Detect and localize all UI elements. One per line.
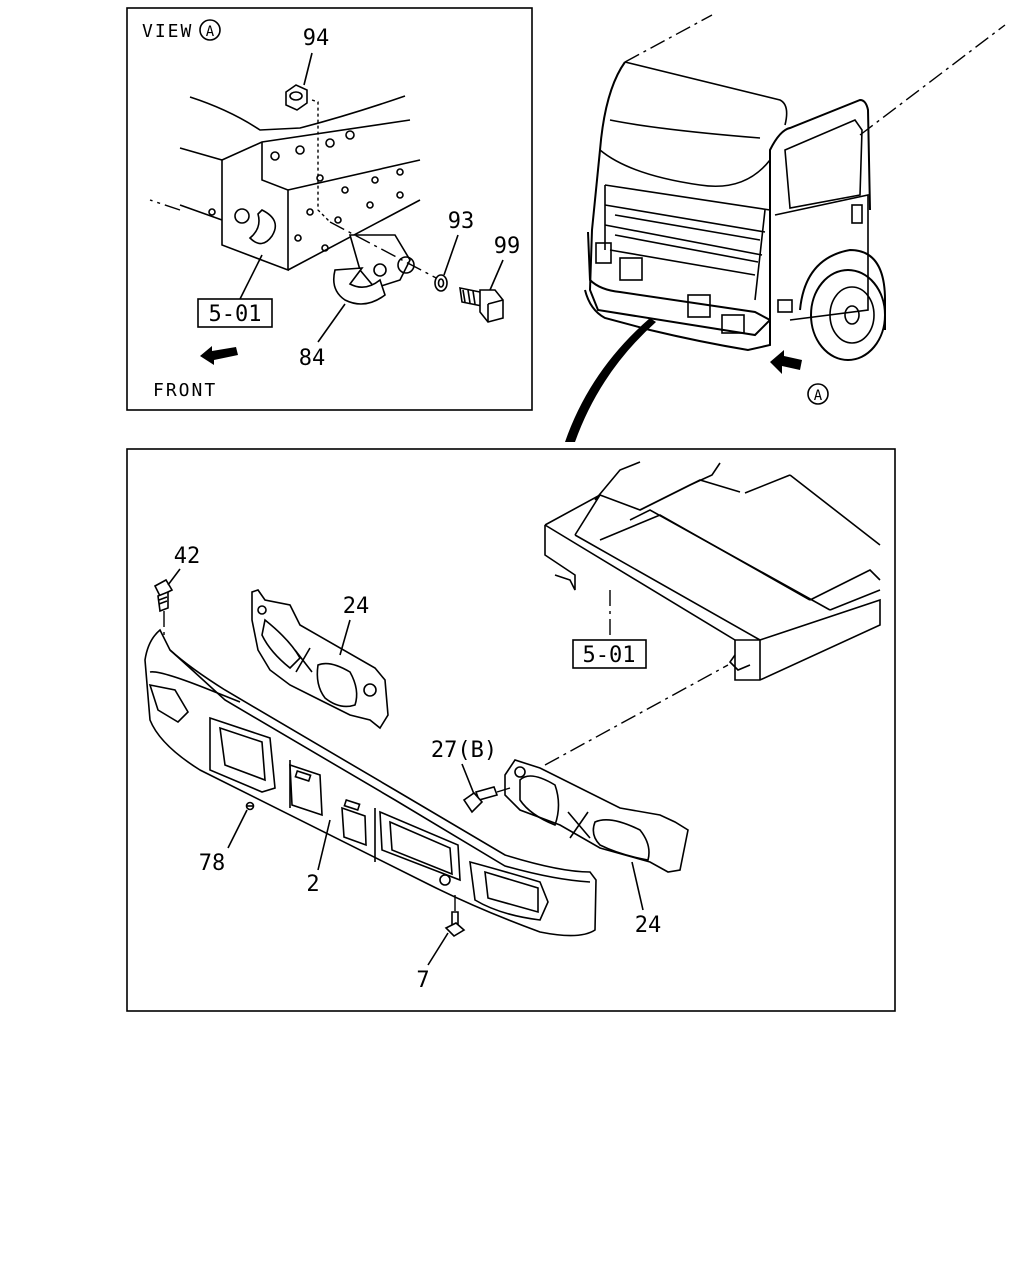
leader-99: [489, 259, 504, 291]
leader-94: [303, 52, 313, 86]
inset-view-title: VIEW: [142, 21, 193, 42]
callout-24-right: 24: [635, 913, 662, 938]
leader-24-right: [631, 861, 644, 911]
screw-7: [444, 895, 466, 938]
inset-frame: [126, 7, 533, 411]
nut-94: [285, 84, 331, 223]
main-ref-box-label: 5-01: [583, 643, 636, 668]
front-arrow: [200, 346, 238, 365]
front-label: FRONT: [153, 380, 217, 401]
bolt-99: [459, 286, 504, 323]
main-frame: [126, 448, 896, 1012]
inset-ref-box: [197, 298, 273, 328]
leader-42: [167, 568, 181, 586]
callout-93: 93: [448, 209, 475, 234]
callout-42: 42: [174, 544, 201, 569]
truck-view-marker-circle: [807, 383, 829, 405]
bracket-right-24: [504, 759, 689, 873]
callout-78: 78: [199, 851, 226, 876]
callout-99: 99: [494, 234, 521, 259]
callout-7: 7: [416, 968, 429, 993]
tow-hook-84: [329, 221, 441, 305]
callout-84: 84: [299, 346, 326, 371]
leader-24-left: [339, 619, 351, 656]
inset-ref-leader: [239, 254, 263, 300]
callout-27b: 27(B): [431, 738, 497, 763]
frame-rail: [149, 95, 421, 272]
truck-view-marker: A: [814, 388, 823, 404]
leader-84: [317, 303, 346, 343]
leader-7: [427, 932, 449, 966]
callout-24-left: 24: [343, 594, 370, 619]
leader-27b: [461, 763, 475, 795]
bracket-left-24: [251, 589, 389, 730]
leader-93: [443, 234, 459, 276]
clip-78: [245, 801, 255, 811]
callout-94: 94: [303, 26, 330, 51]
screw-42: [153, 578, 174, 645]
bracket-to-frame-line: [544, 664, 729, 766]
leader-78: [227, 809, 248, 849]
main-ref-box: [572, 639, 647, 669]
main-exploded-view: 5-01: [126, 448, 896, 1012]
chassis-frame: [544, 461, 881, 681]
bolt-27b: [462, 786, 511, 814]
leader-2: [317, 819, 331, 871]
inset-view-marker-circle: [199, 19, 221, 41]
view-a-arrow: [770, 350, 802, 374]
callout-2: 2: [306, 872, 319, 897]
bumper-2: [144, 628, 597, 937]
washer-93: [434, 274, 448, 292]
connector-swoosh: [565, 318, 656, 442]
inset-ref-box-label: 5-01: [209, 302, 262, 327]
inset-view-marker: A: [206, 24, 215, 40]
inset-view-a: VIEW A: [126, 7, 533, 411]
truck-view: A: [565, 14, 1006, 442]
